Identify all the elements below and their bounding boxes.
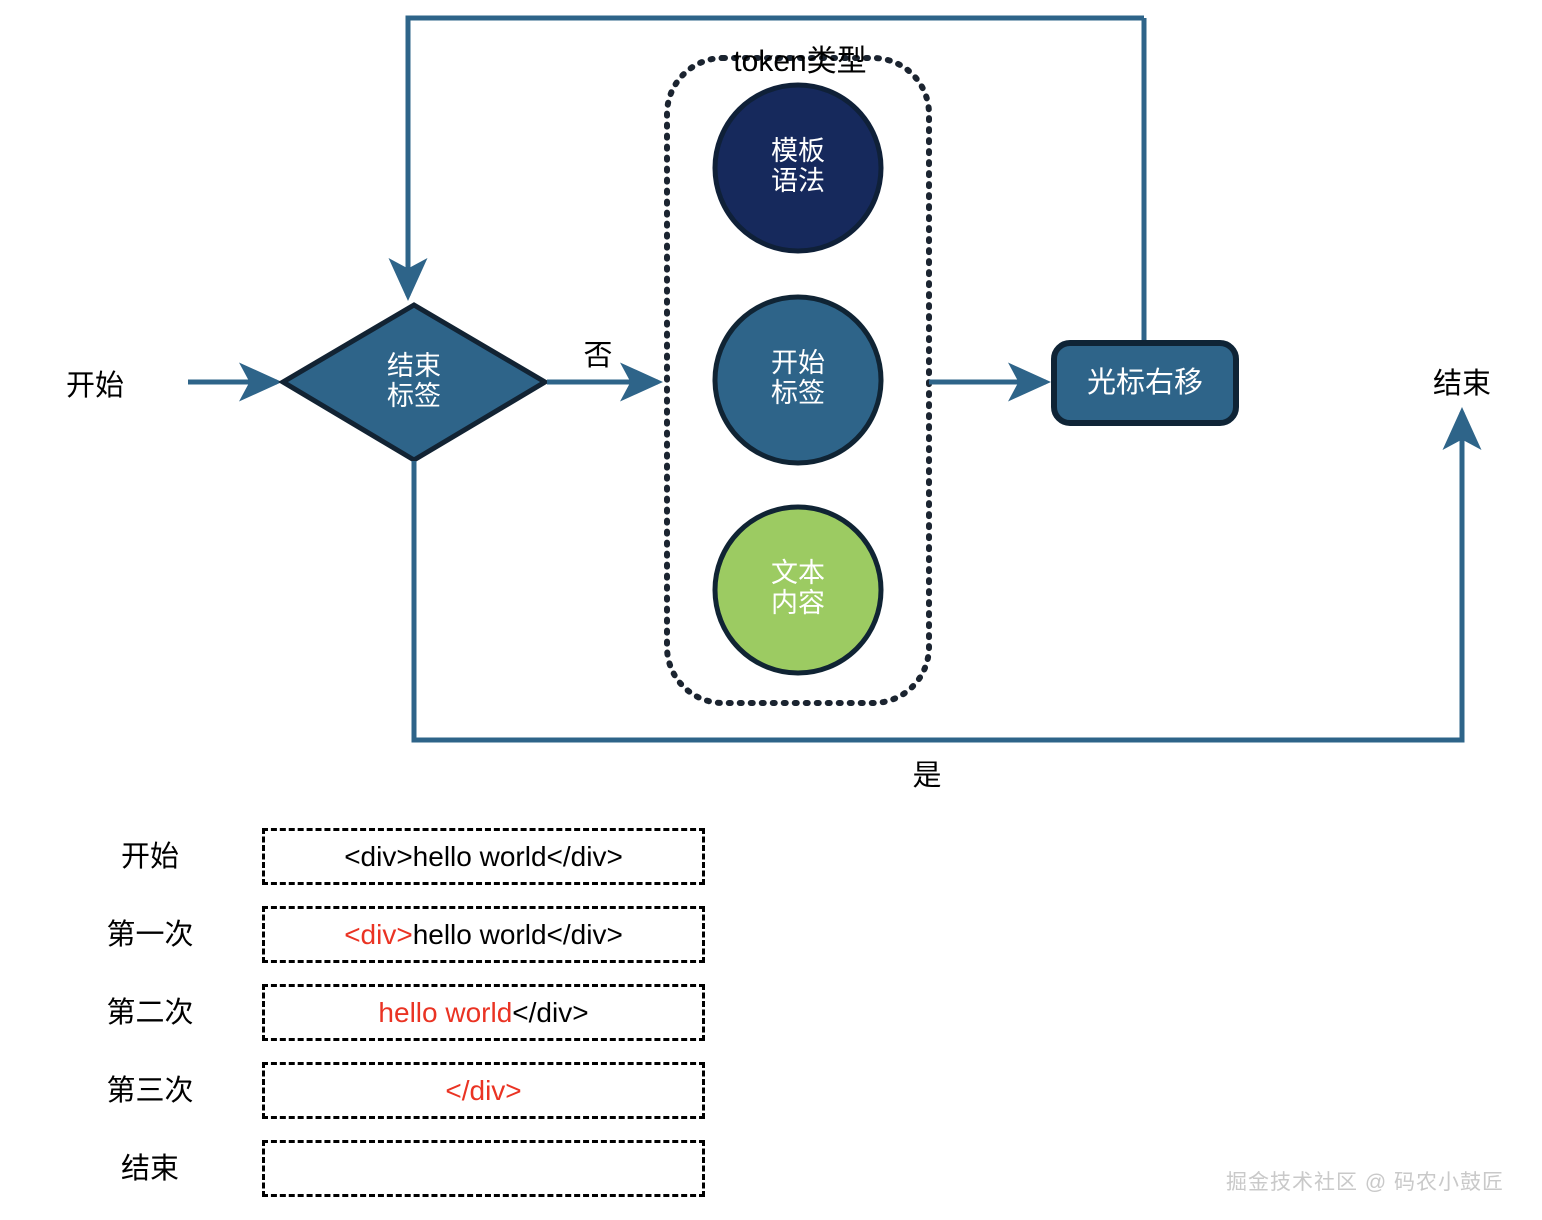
- end-label: 结束: [1432, 368, 1491, 400]
- trace-row-value: </div>: [445, 1075, 521, 1107]
- trace-row-value-box: </div>: [262, 1062, 705, 1119]
- action-box-cursor-right: [1051, 340, 1239, 426]
- trace-row-label: 第一次: [106, 919, 194, 951]
- branch-yes-label: 是: [912, 760, 942, 792]
- trace-row-value-box: [262, 1140, 705, 1197]
- connector-yes-branch: [411, 406, 1482, 743]
- watermark: 掘金技术社区 @ 码农小鼓匠: [1226, 1171, 1504, 1194]
- branch-no-label: 否: [583, 340, 613, 372]
- trace-row: 开始 <div>hello world</div>: [0, 818, 1542, 896]
- trace-segment: hello world</div>: [412, 918, 623, 950]
- trace-row: 第二次 hello world</div>: [0, 974, 1542, 1052]
- trace-row-value-box: <div>hello world</div>: [262, 828, 705, 885]
- trace-row: 第一次 <div>hello world</div>: [0, 896, 1542, 974]
- trace-row-label: 第三次: [106, 1075, 194, 1107]
- trace-row-value: <div>hello world</div>: [344, 841, 623, 873]
- token-circle-template-syntax: [712, 82, 884, 254]
- trace-row-label: 第二次: [106, 997, 194, 1029]
- token-circle-text-content: [712, 504, 884, 676]
- trace-segment: hello world: [378, 996, 513, 1028]
- start-label: 开始: [65, 370, 124, 402]
- trace-row: 第三次 </div>: [0, 1052, 1542, 1130]
- trace-segment: </div>: [512, 996, 589, 1028]
- group-title: token类型: [733, 45, 867, 78]
- trace-segment: </div>: [445, 1074, 522, 1106]
- flowchart-canvas: [188, 15, 1482, 743]
- decision-diamond: [278, 302, 550, 463]
- trace-row-value-box: <div>hello world</div>: [262, 906, 705, 963]
- trace-table: 开始<div>hello world</div>第一次<div>hello wo…: [0, 818, 1542, 1208]
- trace-segment: <div>: [344, 918, 413, 950]
- trace-row-label: 开始: [120, 841, 179, 873]
- token-circle-start-tag: [712, 294, 884, 466]
- trace-row-value: <div>hello world</div>: [344, 919, 623, 951]
- trace-row-value-box: hello world</div>: [262, 984, 705, 1041]
- trace-row-value: hello world</div>: [378, 997, 588, 1029]
- trace-row: 结束: [0, 1130, 1542, 1208]
- trace-segment: <div>hello world</div>: [344, 840, 623, 872]
- trace-row-label: 结束: [120, 1153, 179, 1185]
- connector-loop-top: [388, 15, 1144, 302]
